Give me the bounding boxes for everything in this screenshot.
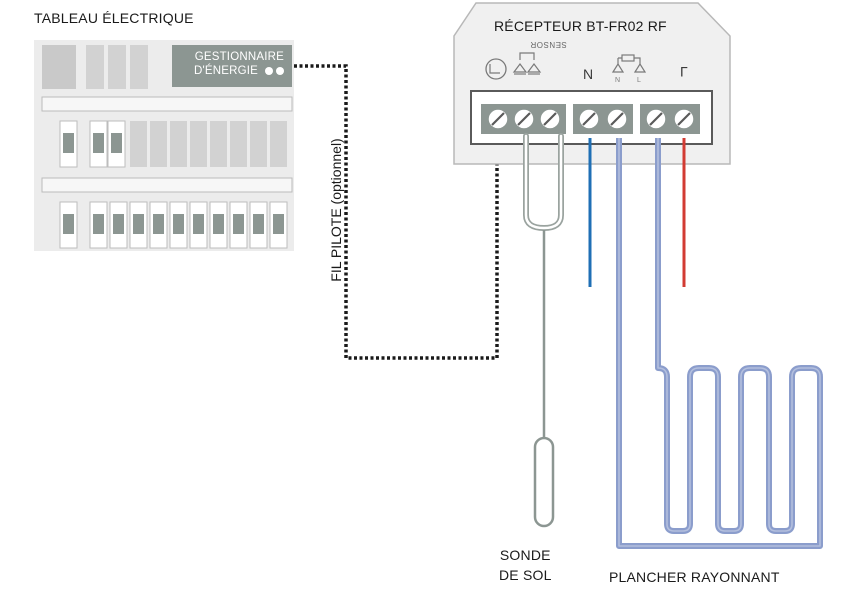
probe-tip bbox=[533, 436, 555, 528]
thermostat-icon-mark bbox=[489, 64, 500, 74]
circuit-breaker bbox=[59, 120, 78, 168]
circuit-breaker bbox=[229, 201, 248, 249]
circuit-breaker bbox=[189, 201, 208, 249]
led-dot bbox=[276, 66, 284, 75]
svg-text:N: N bbox=[615, 77, 620, 84]
terminal-screw bbox=[539, 108, 561, 130]
output-icon bbox=[611, 54, 647, 73]
terminal-screw bbox=[645, 108, 667, 130]
terminal-screw bbox=[513, 108, 535, 130]
pilot-wire-label: FIL PILOTE (optionnel) bbox=[328, 138, 344, 282]
blank-module bbox=[130, 121, 147, 167]
circuit-breaker bbox=[249, 201, 268, 249]
breaker-row-middle bbox=[59, 120, 287, 168]
blank-module bbox=[170, 121, 187, 167]
panel-module bbox=[42, 45, 76, 89]
circuit-breaker bbox=[149, 201, 168, 249]
svg-text:L: L bbox=[637, 77, 641, 84]
circuit-breaker bbox=[209, 201, 228, 249]
terminal-screw bbox=[578, 108, 600, 130]
receiver: N L bbox=[453, 2, 731, 165]
radiant-floor-label: PLANCHER RAYONNANT bbox=[609, 569, 780, 585]
radiant-floor-cable bbox=[616, 138, 823, 549]
floor-probe-inner bbox=[524, 134, 563, 230]
terminal-l-label: L bbox=[680, 64, 688, 80]
led-dot bbox=[265, 66, 273, 75]
sensor-icon bbox=[512, 52, 542, 75]
terminal-screws bbox=[487, 108, 695, 130]
blank-module bbox=[150, 121, 167, 167]
blank-module bbox=[190, 121, 207, 167]
radiant-floor-cable-inner bbox=[618, 138, 821, 547]
breaker-row-bottom bbox=[59, 201, 288, 249]
circuit-breaker bbox=[59, 201, 78, 249]
blank-module bbox=[270, 121, 287, 167]
energy-manager-line2-row: D'ÉNERGIE bbox=[172, 64, 284, 78]
panel-rail bbox=[41, 96, 293, 112]
terminal-screw bbox=[673, 108, 695, 130]
energy-manager-label: GESTIONNAIRE D'ÉNERGIE bbox=[172, 45, 292, 87]
status-leds bbox=[262, 64, 284, 78]
terminal-screw bbox=[606, 108, 628, 130]
blank-module bbox=[230, 121, 247, 167]
blank-module bbox=[250, 121, 267, 167]
panel-module bbox=[108, 45, 126, 89]
n-glyph-small: N L bbox=[615, 77, 641, 84]
terminal-n-label: N bbox=[583, 66, 594, 82]
energy-manager-line2: D'ÉNERGIE bbox=[193, 65, 258, 77]
circuit-breaker bbox=[89, 201, 108, 249]
energy-manager-line1: GESTIONNAIRE bbox=[194, 51, 284, 63]
panel-module bbox=[86, 45, 104, 89]
receiver-title: RÉCEPTEUR BT-FR02 RF bbox=[494, 18, 667, 34]
pilot-wire bbox=[294, 64, 499, 360]
probe-label-line1: SONDE bbox=[499, 547, 551, 563]
circuit-breaker bbox=[169, 201, 188, 249]
circuit-breaker bbox=[269, 201, 288, 249]
blank-module bbox=[210, 121, 227, 167]
energy-manager-module bbox=[172, 45, 292, 87]
floor-probe-label: SONDE DE SOL bbox=[499, 545, 552, 585]
panel-module bbox=[130, 45, 148, 89]
electrical-panel bbox=[34, 40, 294, 251]
sensor-mark: SENSOR bbox=[530, 40, 567, 49]
terminal-screw bbox=[487, 108, 509, 130]
thermostat-icon bbox=[485, 58, 507, 80]
probe-label-line2: DE SOL bbox=[499, 567, 552, 583]
circuit-breaker bbox=[129, 201, 148, 249]
panel-title: TABLEAU ÉLECTRIQUE bbox=[34, 10, 194, 26]
panel-rail bbox=[41, 177, 293, 193]
circuit-breaker bbox=[107, 120, 126, 168]
circuit-breaker bbox=[89, 120, 108, 168]
circuit-breaker bbox=[109, 201, 128, 249]
